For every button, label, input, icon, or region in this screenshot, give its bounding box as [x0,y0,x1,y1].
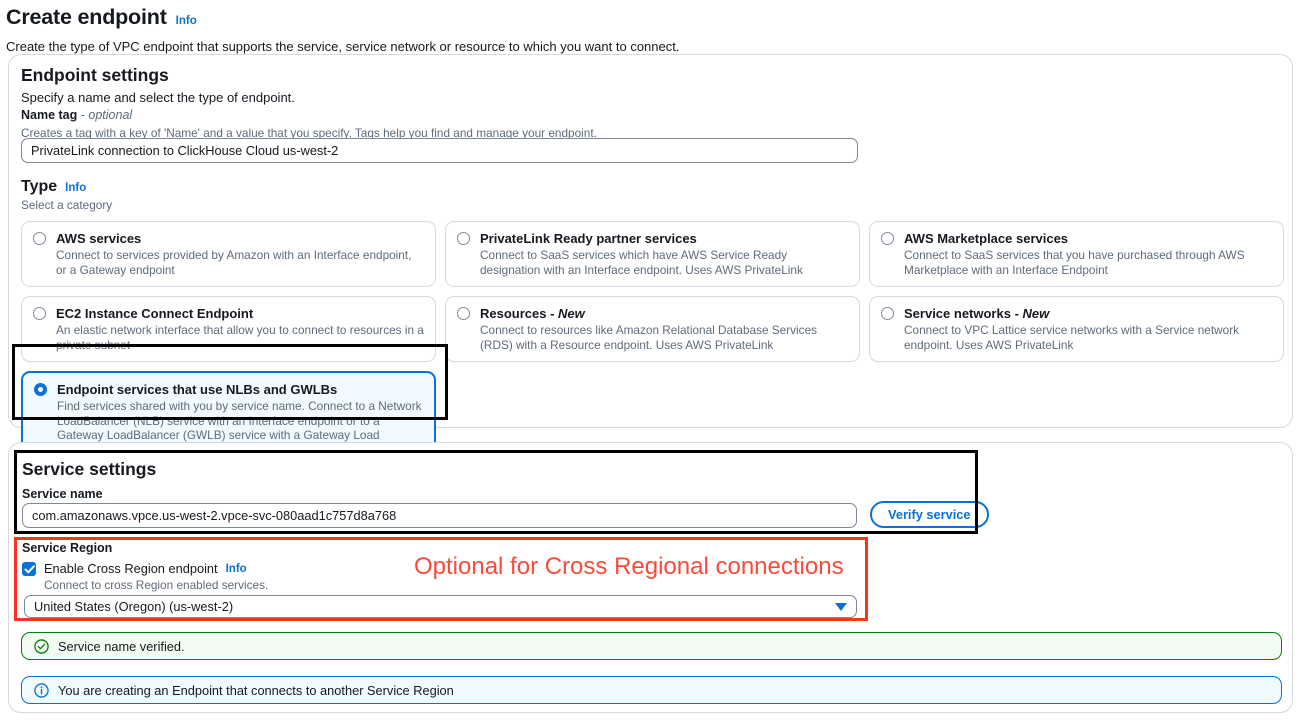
type-option-aws-services[interactable]: AWS services Connect to services provide… [21,221,436,287]
service-name-label-group: Service name [22,486,103,502]
type-option-dash: - [1010,306,1023,321]
endpoint-settings-subtitle: Specify a name and select the type of en… [21,90,295,105]
type-label-row: Type Info [21,177,112,197]
name-tag-label-text: Name tag [21,108,78,122]
type-option-description: Connect to resources like Amazon Relatio… [480,323,818,352]
type-option-description: Connect to services provided by Amazon w… [56,248,412,277]
radio-icon[interactable] [457,307,470,320]
endpoint-settings-heading-group: Endpoint settings Specify a name and sel… [21,64,295,106]
endpoint-settings-title: Endpoint settings [21,65,169,85]
type-option-dash: - [546,306,559,321]
type-option-title: AWS Marketplace services [904,231,1069,246]
service-settings-title: Service settings [22,459,157,479]
type-option-resources[interactable]: Resources - New Connect to resources lik… [445,296,860,362]
type-heading-group: Type Info Select a category [21,177,112,213]
name-tag-optional: - optional [80,108,133,122]
type-option-title: Resources [480,306,547,321]
annotation-note-cross-region: Optional for Cross Regional connections [414,553,844,580]
type-option-description: Connect to SaaS services which have AWS … [480,248,803,277]
radio-icon[interactable] [881,307,894,320]
type-option-service-networks[interactable]: Service networks - New Connect to VPC La… [869,296,1284,362]
radio-icon[interactable] [881,232,894,245]
service-settings-heading-group: Service settings [22,458,156,480]
radio-icon[interactable] [457,232,470,245]
page-title: Create endpoint [6,5,167,29]
page-subtitle: Create the type of VPC endpoint that sup… [6,39,680,54]
verify-service-button-wrap: Verify service [870,501,989,528]
type-option-ec2-instance-connect-endpoint[interactable]: EC2 Instance Connect Endpoint An elastic… [21,296,436,362]
type-options-grid: AWS services Connect to services provide… [21,221,1285,477]
check-circle-icon [34,638,49,654]
type-option-aws-marketplace-services[interactable]: AWS Marketplace services Connect to SaaS… [869,221,1284,287]
type-label: Type [21,178,58,195]
type-option-title: AWS services [56,231,142,246]
service-name-label: Service name [22,487,103,501]
type-options-row-1: AWS services Connect to services provide… [21,221,1285,287]
verify-service-button[interactable]: Verify service [870,501,989,528]
service-name-input[interactable]: com.amazonaws.vpce.us-west-2.vpce-svc-08… [22,503,857,528]
type-info-link[interactable]: Info [65,182,87,194]
type-options-row-2: EC2 Instance Connect Endpoint An elastic… [21,296,1285,362]
type-option-privatelink-ready-partner-services[interactable]: PrivateLink Ready partner services Conne… [445,221,860,287]
cross-region-checkbox-row[interactable]: Enable Cross Region endpoint Info [22,561,268,576]
type-option-title: EC2 Instance Connect Endpoint [56,306,254,321]
type-option-title: Endpoint services that use NLBs and GWLB… [57,382,338,397]
alert-text: Service name verified. [58,638,185,654]
page-title-row: Create endpoint Info [6,4,1304,30]
type-option-new-badge: New [1022,306,1050,321]
service-region-select[interactable]: United States (Oregon) (us-west-2) [24,595,857,618]
check-icon [24,565,35,574]
type-option-description: Connect to VPC Lattice service networks … [904,323,1240,352]
service-region-select-value: United States (Oregon) (us-west-2) [34,599,234,614]
type-option-title: Service networks [904,306,1011,321]
page-info-link[interactable]: Info [175,15,197,27]
type-option-title-row: Resources - New [480,305,848,322]
cross-region-checkbox-description: Connect to cross Region enabled services… [44,578,269,592]
cross-region-info-link[interactable]: Info [225,562,247,575]
chevron-down-icon[interactable] [835,602,847,611]
info-circle-icon [34,682,49,698]
type-description: Select a category [21,198,113,212]
name-tag-label: Name tag - optional [21,107,597,123]
page-header: Create endpoint Info Create the type of … [0,0,1304,55]
radio-icon-selected[interactable] [34,383,47,396]
name-tag-input[interactable]: PrivateLink connection to ClickHouse Clo… [21,138,858,163]
alert-service-name-verified: Service name verified. [21,632,1282,660]
cross-region-checkbox[interactable] [22,561,36,576]
service-region-group: Service Region Enable Cross Region endpo… [22,540,268,593]
name-tag-field-group: Name tag - optional Creates a tag with a… [21,107,597,141]
service-region-label: Service Region [22,541,113,555]
alert-text: You are creating an Endpoint that connec… [58,682,454,698]
radio-icon[interactable] [33,232,46,245]
radio-icon[interactable] [33,307,46,320]
type-option-title: PrivateLink Ready partner services [480,231,697,246]
cross-region-checkbox-label: Enable Cross Region endpoint [44,561,218,576]
type-option-description: An elastic network interface that allow … [56,323,424,352]
service-settings-panel [8,442,1293,713]
type-option-title-row: Service networks - New [904,305,1272,322]
type-option-description: Connect to SaaS services that you have p… [904,248,1245,277]
type-option-new-badge: New [558,306,585,321]
alert-cross-region-notice: You are creating an Endpoint that connec… [21,676,1282,704]
name-tag-description: Creates a tag with a key of 'Name' and a… [21,126,597,140]
